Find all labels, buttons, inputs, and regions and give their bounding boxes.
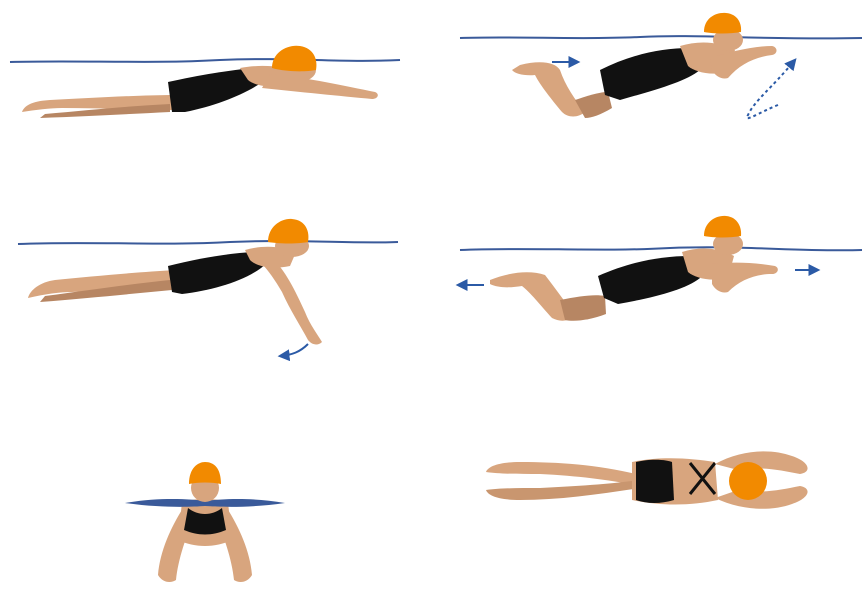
swim-cap [268, 219, 308, 244]
swim-cap [272, 46, 316, 72]
swim-cap [189, 462, 221, 484]
swimmer-legs [486, 462, 640, 486]
swimmer-arm [712, 263, 778, 293]
water-line [10, 59, 400, 62]
swimmer-legs [512, 62, 585, 116]
panel-kick-extension-phase [458, 216, 862, 321]
water-line [18, 241, 398, 244]
panel-arm-pull-phase [18, 219, 398, 356]
swimmer-arm [262, 74, 378, 99]
swimsuit [598, 256, 700, 304]
panel-top-view [486, 451, 808, 508]
swimsuit [636, 460, 674, 503]
panel-glide-phase [10, 46, 400, 118]
swimmer-arm [262, 258, 322, 344]
arm-pull-arrow [280, 344, 308, 356]
arm-circle-arrow [747, 60, 795, 118]
swim-cap [704, 216, 741, 238]
swim-cap [729, 462, 767, 500]
panel-front-view [125, 462, 285, 582]
water-line [460, 36, 862, 38]
water-line [460, 247, 862, 250]
panel-kick-recovery-phase [460, 13, 862, 118]
swim-cap [704, 13, 741, 34]
swimmer-legs [490, 272, 575, 320]
